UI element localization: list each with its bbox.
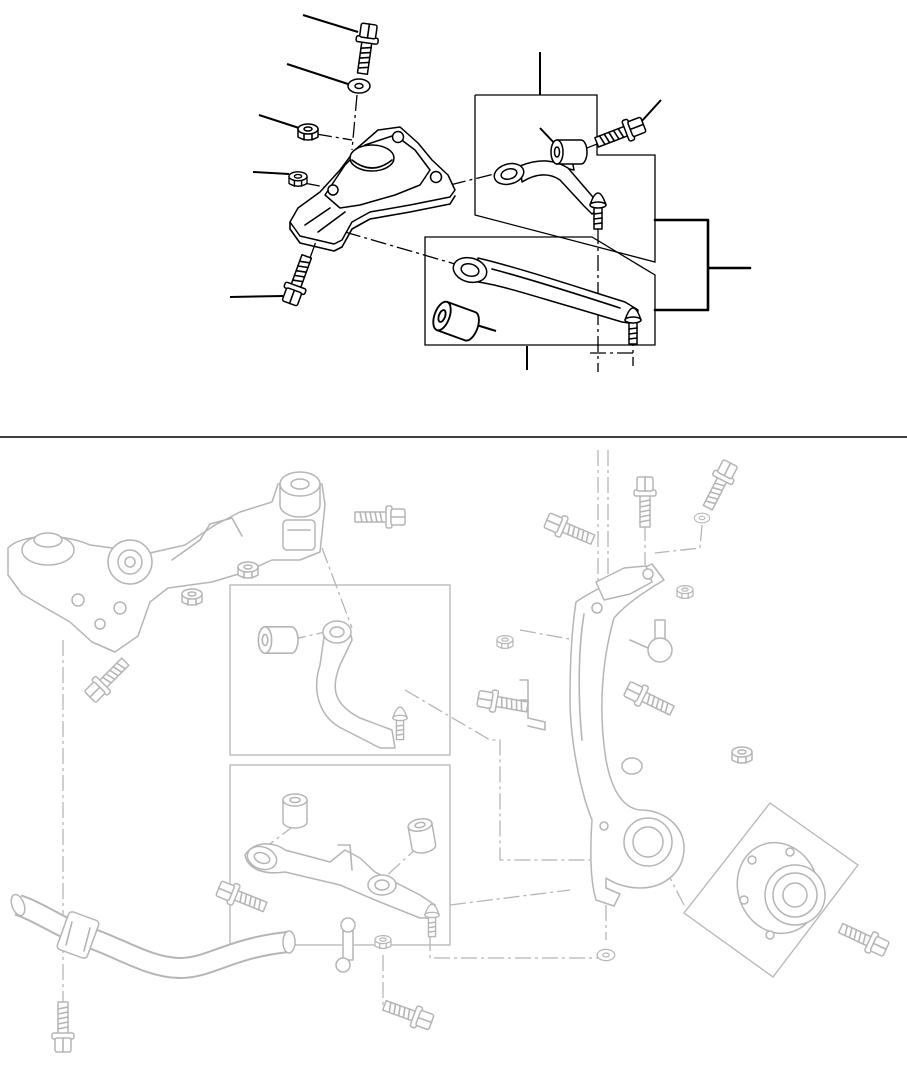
leader-line xyxy=(640,99,662,123)
assembly-line xyxy=(654,524,703,554)
nut xyxy=(374,934,392,950)
upper-arm-bushing xyxy=(550,139,588,165)
leader-line xyxy=(252,171,290,175)
mount-hole xyxy=(327,184,339,196)
assembly-line xyxy=(315,133,353,141)
nut xyxy=(676,584,694,600)
lower-control-arm xyxy=(452,256,639,325)
bolt xyxy=(621,677,678,722)
upper-mount-bracket xyxy=(289,126,456,252)
bolt xyxy=(354,505,406,529)
steering-knuckle xyxy=(569,563,685,907)
lower-mount-bolt xyxy=(278,251,318,308)
nut xyxy=(181,588,203,606)
bolt xyxy=(81,653,134,706)
leader-lines xyxy=(229,14,662,370)
lower-control-arm-context xyxy=(244,843,436,919)
assembly-line xyxy=(321,547,353,629)
bushing xyxy=(257,625,299,655)
subframe xyxy=(7,471,326,653)
full-suspension-context xyxy=(7,450,892,1053)
bolt xyxy=(475,686,531,719)
assembly-line xyxy=(449,889,571,906)
upper-arm-context-box xyxy=(229,584,451,756)
leader-line xyxy=(286,63,349,85)
ball-joint-stud xyxy=(392,706,408,741)
assembly-line xyxy=(449,171,503,186)
bolt xyxy=(697,457,742,514)
leader-line xyxy=(302,14,359,33)
assembly-line xyxy=(429,935,600,959)
bolt xyxy=(633,476,657,528)
lower-ball-joint-stud xyxy=(624,307,642,345)
bolt xyxy=(51,1001,75,1053)
upper-assembly xyxy=(229,14,752,372)
mount-dome xyxy=(349,144,395,172)
ball-joint-stud xyxy=(424,903,440,938)
assembly-line xyxy=(351,94,358,151)
upper-arm-group-outline xyxy=(474,94,656,263)
nut xyxy=(731,746,753,764)
mount-hole xyxy=(429,170,443,184)
washer xyxy=(693,512,711,524)
bolt xyxy=(379,994,436,1034)
assembly-line xyxy=(519,629,576,641)
hub-bolt xyxy=(835,917,892,960)
assembly-line xyxy=(344,231,456,265)
assembly-line xyxy=(590,330,634,366)
group-bracket xyxy=(653,218,752,312)
lower-arm-context-box xyxy=(229,764,451,946)
stabilizer-link xyxy=(335,917,356,973)
nut xyxy=(288,171,308,187)
wheel-hub-context-box xyxy=(683,802,859,978)
wheel-hub-bearing xyxy=(736,841,826,940)
washer xyxy=(347,78,371,94)
leader-line xyxy=(229,295,284,298)
stabilizer-bar xyxy=(10,893,296,980)
bushing xyxy=(406,816,438,856)
leader-line xyxy=(258,114,300,129)
stabilizer-clamp xyxy=(56,911,100,959)
bolt xyxy=(541,509,598,551)
clip-bracket xyxy=(519,679,546,731)
flange-nut xyxy=(297,123,319,141)
assembly-line xyxy=(404,689,590,861)
upper-control-arm-context xyxy=(316,620,396,749)
mount-hole xyxy=(391,130,405,144)
nut xyxy=(237,561,259,579)
bolt xyxy=(213,877,271,918)
washer xyxy=(596,948,616,962)
assembly-line xyxy=(597,450,609,580)
tie-rod-end xyxy=(629,619,673,663)
nut xyxy=(496,634,514,650)
bushing xyxy=(282,793,308,829)
lower-arm-bushing xyxy=(428,298,484,344)
upper-arm-bolt xyxy=(591,113,649,154)
